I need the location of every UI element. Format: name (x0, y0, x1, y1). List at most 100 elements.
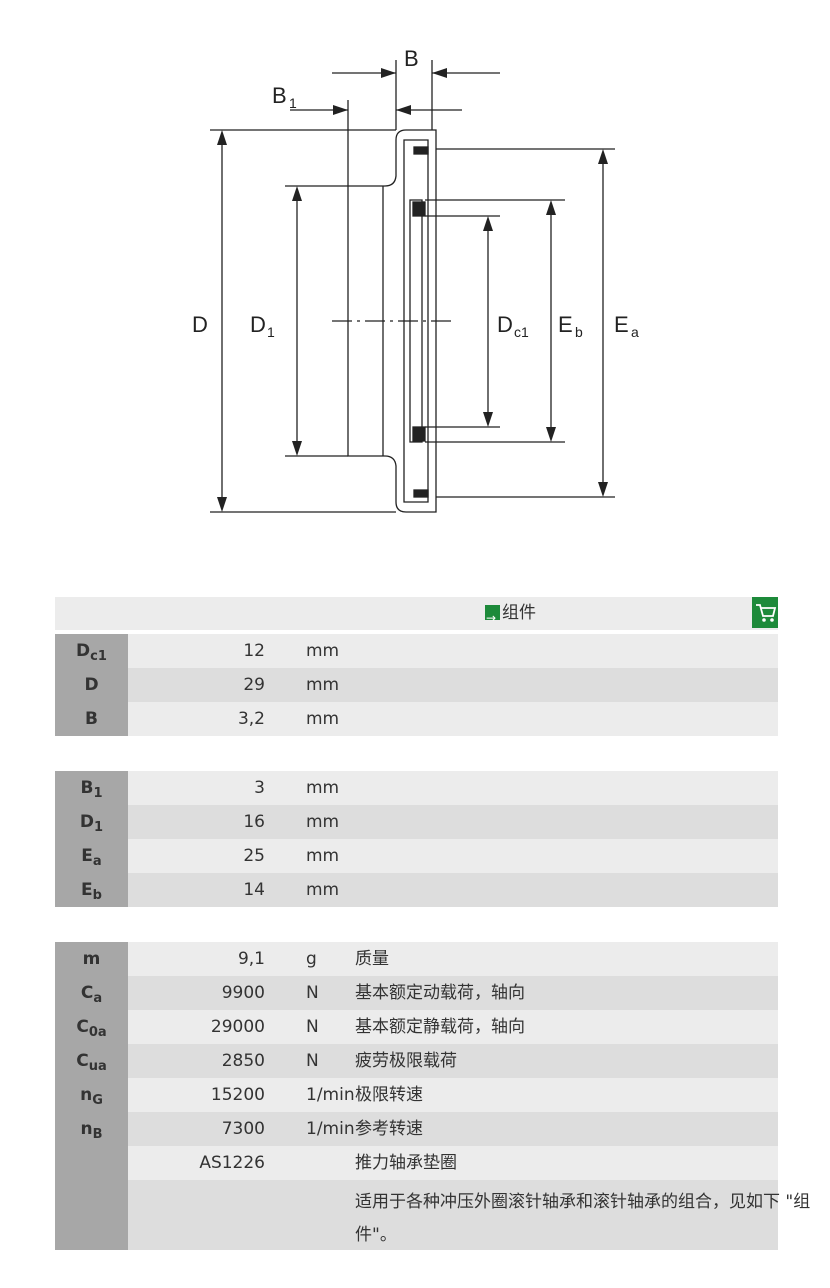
dim-label-eb-sub: b (575, 324, 583, 340)
row-unit: N (306, 1051, 319, 1071)
row-unit: mm (306, 846, 340, 866)
row-key-symbol: E (81, 880, 93, 900)
row-body: 适用于各种冲压外圈滚针轴承和滚针轴承的组合，见如下 "组件"。 (128, 1180, 810, 1250)
row-body: 9,1 g 质量 (128, 942, 778, 976)
row-key-subscript: 1 (94, 820, 104, 835)
dim-label-b: B (404, 46, 419, 71)
row-key-symbol: E (81, 846, 93, 866)
row-unit: mm (306, 709, 340, 729)
row-unit: mm (306, 675, 340, 695)
row-key-subscript: a (92, 854, 102, 869)
row-body: 29 mm (128, 668, 778, 702)
row-description: 质量 (355, 949, 389, 969)
row-unit: mm (306, 778, 340, 798)
dim-label-dc1: D (497, 312, 513, 337)
table-row: Ca 9900 N 基本额定动载荷，轴向 (55, 976, 778, 1010)
row-key-subscript: 1 (93, 786, 103, 801)
row-value: AS1226 (199, 1153, 265, 1173)
row-key: D1 (55, 805, 128, 839)
dim-label-d: D (192, 312, 208, 337)
dim-label-eb: E (558, 312, 573, 337)
row-key: Dc1 (55, 634, 128, 668)
dim-label-ea-sub: a (631, 324, 639, 340)
row-key-symbol: C (76, 1017, 89, 1037)
row-value: 14 (243, 880, 265, 900)
table-row: Cua 2850 N 疲劳极限载荷 (55, 1044, 778, 1078)
assembly-note: 适用于各种冲压外圈滚针轴承和滚针轴承的组合，见如下 "组件"。 (355, 1192, 811, 1245)
row-key: D (55, 668, 128, 702)
row-key-symbol: B (85, 709, 98, 729)
row-key-subscript: B (92, 1127, 103, 1142)
row-body: 12 mm (128, 634, 778, 668)
dim-label-dc1-sub: c1 (514, 324, 529, 340)
row-body: 3 mm (128, 771, 778, 805)
row-key-subscript: c1 (90, 649, 107, 664)
row-key (55, 1180, 128, 1250)
assembly-link[interactable]: 组件 (485, 597, 536, 635)
row-key (55, 1146, 128, 1180)
row-unit: N (306, 1017, 319, 1037)
table-row: D 29 mm (55, 668, 778, 702)
arrow-in-icon (485, 602, 500, 635)
row-key: nG (55, 1078, 128, 1112)
row-description: 极限转速 (355, 1085, 423, 1105)
row-key-symbol: D (76, 641, 91, 661)
row-value: 9900 (221, 983, 265, 1003)
row-key: nB (55, 1112, 128, 1146)
row-key-symbol: B (80, 778, 94, 798)
row-value: 29000 (210, 1017, 265, 1037)
row-unit: g (306, 949, 317, 969)
row-value: 29 (243, 675, 265, 695)
row-key: Ca (55, 976, 128, 1010)
bearing-washer-drawing: B B 1 D D 1 D c1 E b E a (192, 46, 639, 513)
row-key: Cua (55, 1044, 128, 1078)
row-key: m (55, 942, 128, 976)
table-row: Dc1 12 mm (55, 634, 778, 668)
row-body: 2850 N 疲劳极限载荷 (128, 1044, 778, 1078)
row-key-symbol: n (80, 1119, 93, 1139)
row-key: Ea (55, 839, 128, 873)
row-unit: mm (306, 641, 340, 661)
spec-header: 组件 (55, 597, 778, 635)
row-description: 参考转速 (355, 1119, 423, 1139)
row-key: B (55, 702, 128, 736)
row-unit: mm (306, 812, 340, 832)
row-unit: mm (306, 880, 340, 900)
dim-label-ea: E (614, 312, 629, 337)
row-value: 12 (243, 641, 265, 661)
dim-label-d1: D (250, 312, 266, 337)
row-unit: N (306, 983, 319, 1003)
row-body: 9900 N 基本额定动载荷，轴向 (128, 976, 778, 1010)
table-row: m 9,1 g 质量 (55, 942, 778, 976)
row-key-symbol: C (80, 983, 94, 1003)
row-key: B1 (55, 771, 128, 805)
row-value: 25 (243, 846, 265, 866)
row-key-subscript: b (92, 888, 102, 903)
table-row: B1 3 mm (55, 771, 778, 805)
row-value: 3 (254, 778, 265, 798)
row-description: 疲劳极限载荷 (355, 1051, 457, 1071)
row-key: Eb (55, 873, 128, 907)
row-value: 2850 (221, 1051, 265, 1071)
row-value: 9,1 (237, 949, 265, 969)
row-key-subscript: 0a (88, 1025, 107, 1040)
row-key-subscript: ua (88, 1059, 107, 1074)
cart-icon[interactable] (752, 597, 778, 628)
table-row: Ea 25 mm (55, 839, 778, 873)
row-key-subscript: a (93, 991, 103, 1006)
row-unit: 1/min (306, 1119, 355, 1139)
row-description: 基本额定动载荷，轴向 (355, 983, 525, 1003)
